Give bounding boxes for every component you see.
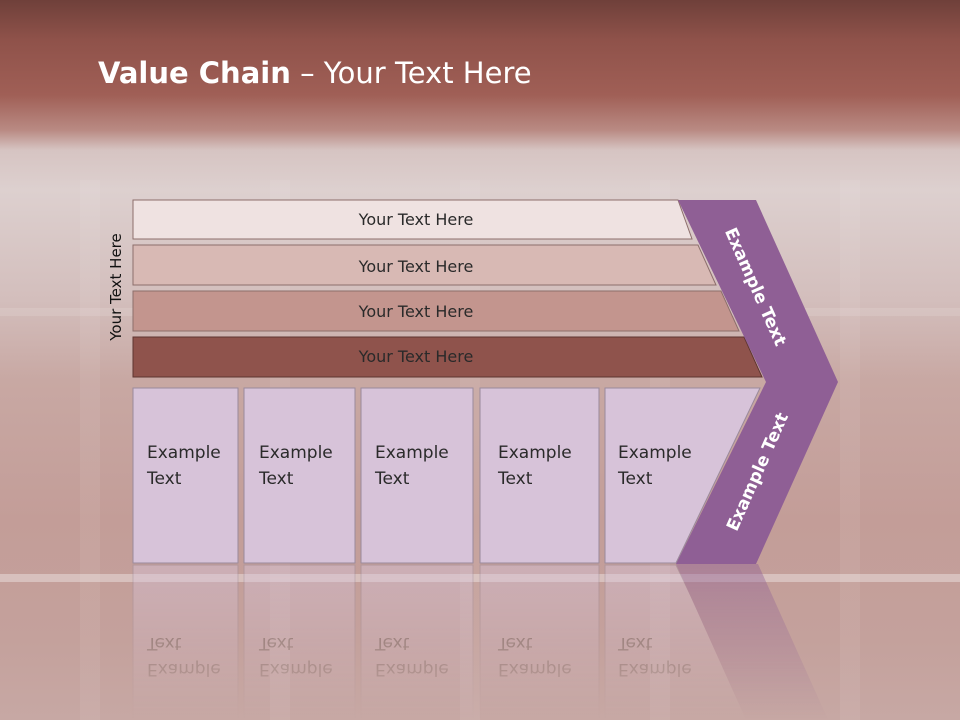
title-rest: – Your Text Here (290, 56, 532, 90)
box-5 (604, 387, 761, 564)
box-3-line1: Example (375, 443, 449, 463)
title-bold: Value Chain (98, 56, 291, 90)
strip-1-label: Your Text Here (358, 210, 474, 229)
reflection-text: Text (374, 633, 410, 653)
box-2-line1: Example (259, 443, 333, 463)
arrow-lower (676, 382, 838, 564)
strip-4-label: Your Text Here (358, 347, 474, 366)
slide-title: Value Chain – Your Text Here (98, 56, 532, 90)
strip-1 (132, 199, 693, 240)
box-2 (243, 387, 356, 564)
strip-4 (132, 336, 763, 378)
reflection-text: Example (498, 659, 572, 679)
box-1-line1: Example (147, 443, 221, 463)
reflection-text: Example (618, 659, 692, 679)
box-5-line2: Text (617, 469, 653, 489)
box-3 (360, 387, 474, 564)
strip-2-label: Your Text Here (358, 257, 474, 276)
strip-2 (132, 244, 717, 286)
box-2-line2: Text (258, 469, 294, 489)
box-1-line2: Text (146, 469, 182, 489)
reflection-text: Example (375, 659, 449, 679)
strip-3-label: Your Text Here (358, 302, 474, 321)
reflection-text: Example (259, 659, 333, 679)
box-4 (479, 387, 600, 564)
strip-3 (132, 290, 740, 332)
arrow-upper (678, 200, 838, 382)
reflection-text: Example (147, 659, 221, 679)
box-4-line2: Text (497, 469, 533, 489)
box-3-line2: Text (374, 469, 410, 489)
box-4-line1: Example (498, 443, 572, 463)
reflection-text: Text (146, 633, 182, 653)
reflection-text: Text (258, 633, 294, 653)
reflection-text: Text (497, 633, 533, 653)
box-1 (132, 387, 239, 564)
reflection-text: Text (617, 633, 653, 653)
box-5-line1: Example (618, 443, 692, 463)
